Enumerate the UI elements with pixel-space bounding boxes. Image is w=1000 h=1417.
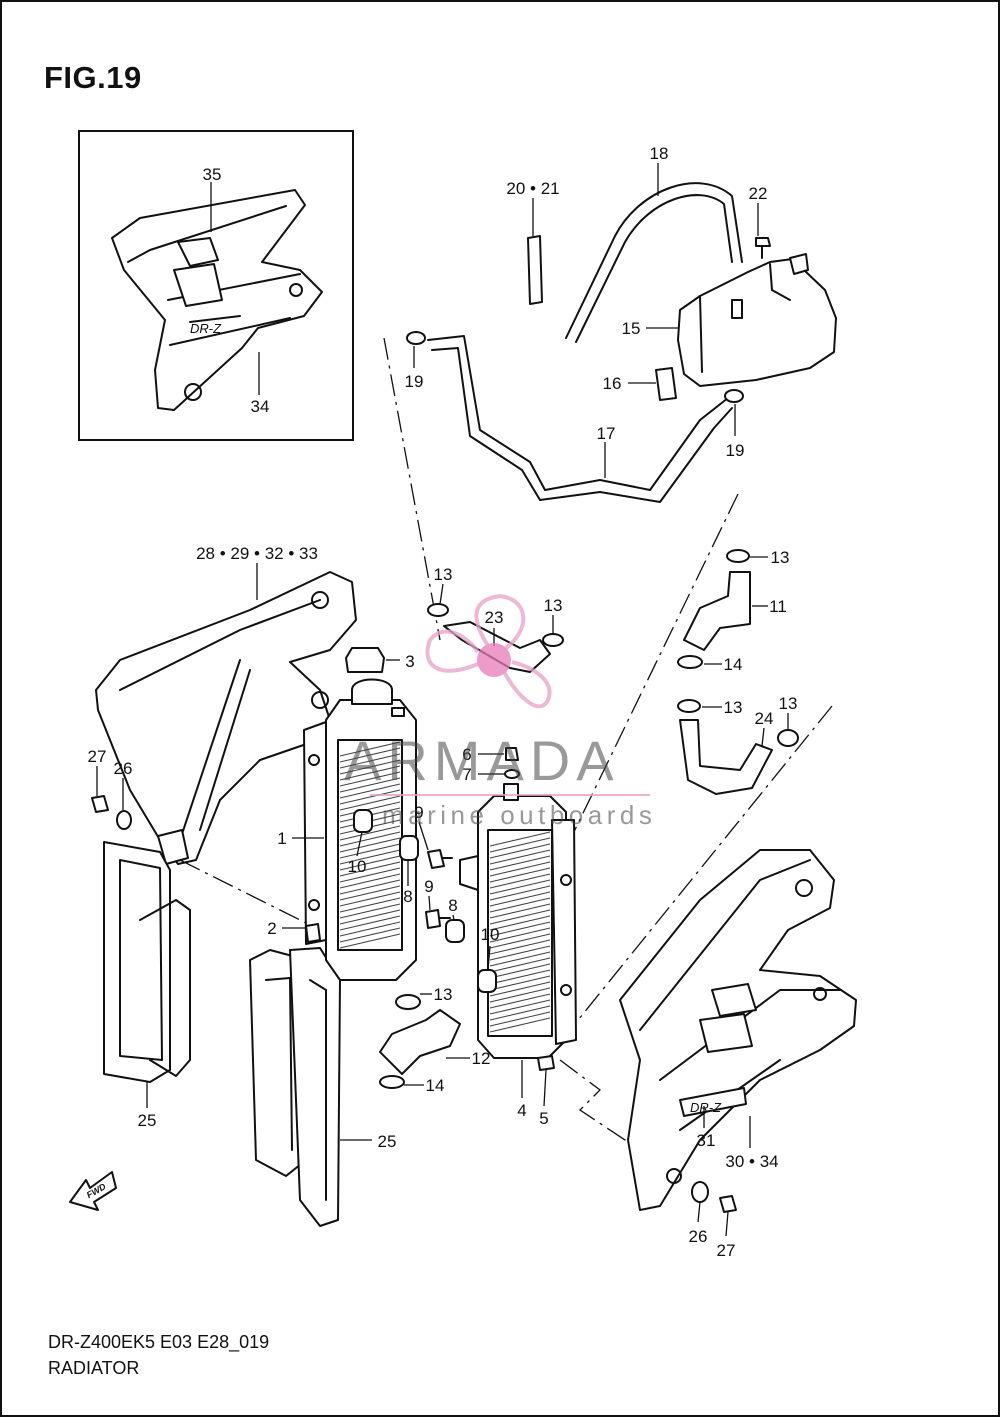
callout-9-10: 9 (424, 877, 433, 896)
figure-title: FIG.19 (44, 60, 142, 95)
grommet-2 (282, 923, 321, 943)
bolt-22 (755, 203, 771, 259)
callout-15-23: 15 (622, 319, 641, 338)
callout-20-21-29: 20 • 21 (506, 179, 559, 198)
callout-19-27: 19 (405, 372, 424, 391)
bolt-9-b (425, 895, 451, 929)
callout-13-18: 13 (724, 698, 743, 717)
callout-11-13: 11 (769, 597, 787, 616)
reservoir-tank (646, 253, 837, 387)
model-code: DR-Z400EK5 E03 E28_019 (48, 1332, 270, 1352)
callout-16-24: 16 (603, 374, 622, 393)
callout-9-9: 9 (414, 803, 423, 822)
watermark-brand: ARMADA (344, 729, 620, 792)
callout-13-17: 13 (771, 548, 790, 567)
callout-18-26: 18 (650, 144, 669, 163)
clamp-13-b (542, 615, 564, 647)
callout-13-19: 13 (779, 694, 798, 713)
breather-hose-18 (565, 163, 743, 343)
collar-26-left (116, 778, 132, 830)
callout-28-29-32-33-39: 28 • 29 • 32 • 33 (196, 544, 318, 563)
callout-31-41: 31 (697, 1131, 716, 1150)
washer-7 (478, 769, 520, 779)
bolt-27-right (719, 1195, 737, 1237)
radiator-guard-25-middle (249, 947, 372, 1227)
bolt-6 (478, 747, 519, 761)
clamp-13-f (395, 993, 432, 1010)
bush-10-right (477, 945, 497, 993)
clamp-14-b (379, 1075, 424, 1089)
callout-14-22: 14 (426, 1076, 445, 1095)
clamp-13-d (677, 699, 722, 713)
bolt-9-a (418, 821, 453, 869)
bolt-27-left (91, 766, 109, 813)
callout-25-34: 25 (378, 1132, 397, 1151)
callout-14-21: 14 (724, 655, 743, 674)
overflow-hose-17 (427, 335, 733, 503)
radiator-cap-3 (345, 647, 400, 673)
callout-4-3: 4 (517, 1101, 526, 1120)
drain-bolt-5 (537, 1055, 555, 1107)
clamp-19-left (406, 331, 426, 368)
inset-shroud-box: DR-Z (78, 130, 354, 441)
shroud-right: DR-Z (619, 849, 857, 1211)
callout-2-1: 2 (267, 919, 276, 938)
callout-17-25: 17 (597, 424, 616, 443)
svg-text:DR-Z: DR-Z (190, 321, 222, 336)
callout-8-8: 8 (448, 896, 457, 915)
bush-10-left (353, 809, 373, 857)
watermark-tagline: marine outboards (382, 800, 657, 830)
forward-arrow-icon: FWD (69, 1171, 117, 1211)
section-name: RADIATOR (48, 1358, 140, 1378)
callout-12-14: 12 (472, 1049, 491, 1068)
clamp-19-right (724, 389, 744, 436)
callout-13-15: 13 (434, 565, 453, 584)
callout-22-30: 22 (749, 184, 768, 203)
radiator-right-4 (459, 783, 577, 1098)
callout-24-32: 24 (755, 709, 774, 728)
callout-7-6: 7 (462, 765, 471, 784)
callout-13-16: 13 (544, 596, 563, 615)
callout-13-20: 13 (434, 985, 453, 1004)
radiator-guard-25-left (103, 841, 191, 1108)
callout-26-35: 26 (114, 759, 133, 778)
callout-25-33: 25 (138, 1111, 157, 1130)
clamp-13-a (427, 583, 449, 617)
svg-text:DR-Z: DR-Z (690, 1100, 722, 1115)
bush-8-b (445, 914, 465, 943)
collar-26-right (691, 1181, 709, 1223)
callout-8-7: 8 (403, 887, 412, 906)
callout-27-37: 27 (88, 747, 107, 766)
callout-3-2: 3 (405, 652, 414, 671)
assembly-centerlines (179, 337, 833, 1151)
hose-clip-20 (527, 235, 543, 305)
callout-6-5: 6 (462, 745, 471, 764)
callout-23-31: 23 (485, 608, 504, 627)
hose-11 (683, 571, 768, 651)
callout-27-38: 27 (717, 1241, 736, 1260)
hose-24 (679, 719, 773, 795)
cushion-16 (655, 367, 677, 401)
callout-30-34-40: 30 • 34 (725, 1152, 778, 1171)
callout-34-42: 34 (251, 397, 270, 416)
callout-35-43: 35 (203, 165, 222, 184)
callout-5-4: 5 (539, 1109, 548, 1128)
clamp-13-e (777, 713, 799, 747)
callout-26-36: 26 (689, 1227, 708, 1246)
bush-8-a (399, 835, 419, 886)
radiator-left-1 (292, 678, 417, 981)
shroud-left (95, 563, 357, 865)
clamp-14-a (677, 655, 722, 669)
clamp-13-c (726, 549, 768, 563)
callout-1-0: 1 (277, 829, 286, 848)
callout-19-28: 19 (726, 441, 745, 460)
callout-10-12: 10 (481, 925, 500, 944)
hose-12 (379, 1009, 470, 1075)
callout-10-11: 10 (348, 857, 367, 876)
armada-propeller-logo (425, 593, 552, 709)
